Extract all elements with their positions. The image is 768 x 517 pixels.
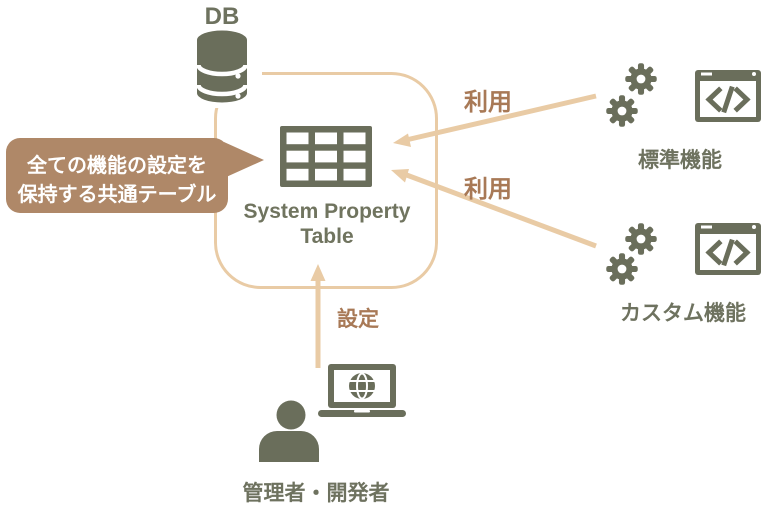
use-arrow-bottom-head xyxy=(391,169,409,183)
configure-arrow-head xyxy=(310,264,326,281)
use-arrow-bottom xyxy=(403,171,597,249)
database-icon xyxy=(196,29,248,103)
table-icon xyxy=(280,126,372,187)
configure-label: 設定 xyxy=(337,308,379,331)
person-icon xyxy=(258,400,320,462)
table-label: System Property Table xyxy=(243,200,411,248)
laptop-icon xyxy=(318,364,406,417)
callout-bubble-body xyxy=(6,138,228,213)
standard-gears-icon xyxy=(598,56,662,132)
db-label: DB xyxy=(204,3,240,30)
callout-bubble: 全ての機能の設定を 保持する共通テーブル xyxy=(6,138,268,214)
actor-label: 管理者・開発者 xyxy=(242,482,390,505)
use-arrow-top xyxy=(405,93,597,143)
callout-text-line2: 保持する共通テーブル xyxy=(17,184,217,206)
custom-gears-icon xyxy=(598,216,662,292)
standard-code-icon xyxy=(695,70,761,122)
standard-feature-label: 標準機能 xyxy=(638,149,722,172)
custom-code-icon xyxy=(695,223,761,275)
use-label-top: 利用 xyxy=(464,89,512,116)
callout-bubble-tail xyxy=(224,142,264,178)
callout-text-line1: 全ての機能の設定を xyxy=(27,155,207,177)
use-arrow-top-head xyxy=(393,133,411,147)
use-label-bottom: 利用 xyxy=(464,176,512,203)
custom-feature-label: カスタム機能 xyxy=(620,302,746,325)
